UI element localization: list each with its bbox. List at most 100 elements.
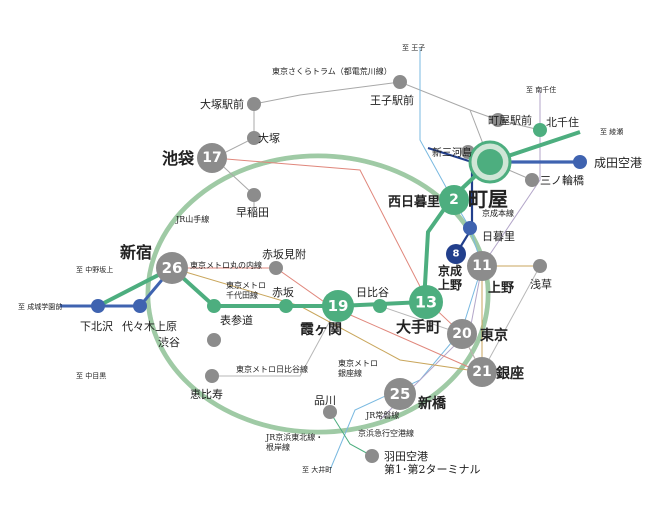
station-ebisu: 恵比寿 — [190, 387, 223, 401]
badge-ueno: 11 — [467, 251, 497, 281]
badge-tokyo: 20 — [447, 319, 477, 349]
badge-number: 20 — [452, 326, 472, 342]
line-label-keikyu: 京浜急行空港線 — [358, 428, 414, 438]
badge-number: 17 — [202, 150, 221, 166]
direction-ayase: 至 綾瀬 — [600, 127, 623, 136]
line-label-chiyoda: 千代田線 — [226, 290, 258, 300]
badge-number: 11 — [472, 258, 491, 274]
dot-omotesando — [207, 299, 221, 313]
badge-circle — [446, 244, 466, 264]
station-kasumigaseki: 霞ヶ関 — [300, 321, 342, 338]
station-machiyaekimae: 町屋駅前 — [488, 113, 532, 127]
station-shimokitazawa: 下北沢 — [80, 319, 113, 333]
direction-seijogakuen: 至 成城学園前 — [18, 302, 62, 311]
station-shibuya: 渋谷 — [158, 336, 180, 349]
badge-otemachi: 13 — [409, 285, 443, 319]
dot-waseda — [247, 188, 261, 202]
station-keisei-ueno: 京成 — [438, 263, 462, 278]
badge-circle — [197, 143, 227, 173]
yamanote-line-outer — [145, 153, 491, 435]
badge-keisei_ueno: 8 — [446, 244, 466, 264]
station-ginza: 銀座 — [496, 365, 524, 382]
station-shinagawa: 品川 — [314, 394, 336, 407]
direction-oimachi: 至 大井町 — [302, 465, 332, 474]
direction-oji: 至 王子 — [402, 44, 425, 52]
badge-number: 21 — [472, 364, 491, 380]
station-shinjuku: 新宿 — [120, 243, 152, 262]
keisei-line — [427, 146, 474, 255]
direction-nakanosakaue: 至 中野坂上 — [76, 265, 113, 274]
badge-ikebukuro: 17 — [197, 143, 227, 173]
line-label-keihin-tohoku: 根岸線 — [266, 442, 290, 452]
station-asakusa: 浅草 — [530, 278, 552, 291]
line-label-sakura-tram: 東京さくらトラム（都電荒川線） — [272, 66, 392, 76]
line-label-ginza: 銀座線 — [338, 368, 362, 378]
badge-circle — [384, 378, 416, 410]
station-minowabashi: 三ノ輪橋 — [540, 173, 584, 187]
badge-kasumigaseki: 19 — [322, 290, 354, 322]
badge-circle — [447, 319, 477, 349]
station-narita: 成田空港 — [594, 156, 642, 170]
dot-ojiekimae — [393, 75, 407, 89]
dot-haneda — [365, 449, 379, 463]
line-label-ginza: 東京メトロ — [338, 358, 378, 368]
station-ikebukuro: 池袋 — [162, 149, 195, 168]
badge-shinbashi: 25 — [384, 378, 416, 410]
station-otsuka: 大塚 — [258, 131, 280, 145]
station-otsukaekimae: 大塚駅前 — [200, 97, 244, 111]
dot-ebisu — [205, 369, 219, 383]
sakura-tram-line-north — [253, 81, 541, 131]
badge-circle — [467, 357, 497, 387]
badge-number: 8 — [453, 249, 460, 260]
station-kitasenju: 北千住 — [546, 115, 579, 129]
dot-machiyaekimae — [491, 113, 505, 127]
station-haneda: 羽田空港 — [384, 449, 428, 463]
station-haneda: 第1･第2ターミナル — [384, 462, 481, 476]
badge-number: 25 — [390, 385, 411, 403]
line-label-hibiya: 東京メトロ日比谷線 — [236, 364, 308, 374]
badge-circle — [156, 252, 188, 284]
dot-otsukaekimae — [247, 97, 261, 111]
dot-shimokitazawa — [91, 299, 105, 313]
station-shinmikawashima: 新三河島 — [432, 146, 472, 159]
badge-circle — [439, 185, 469, 215]
dot-hibiya — [373, 299, 387, 313]
station-keisei-ueno: 上野 — [438, 277, 462, 292]
dot-nippori — [463, 221, 477, 235]
station-yoyogiuehara: 代々木上原 — [122, 320, 177, 333]
line-label-keihin-tohoku: JR京浜東北線・ — [265, 432, 323, 442]
station-tokyo: 東京 — [480, 327, 508, 344]
line-label-keisei: 京成本線 — [482, 208, 514, 218]
dot-kitasenju — [533, 123, 547, 137]
station-akasaka: 赤坂 — [272, 286, 294, 299]
station-hibiya: 日比谷 — [356, 286, 389, 299]
station-ueno: 上野 — [488, 281, 514, 296]
station-akasakamitsuke: 赤坂見附 — [262, 247, 306, 261]
station-omotesando: 表参道 — [220, 313, 253, 327]
dot-otsuka — [247, 131, 261, 145]
badge-nishinippori: 2 — [439, 185, 469, 215]
badge-circle — [467, 251, 497, 281]
dot-shibuya — [207, 333, 221, 347]
station-ojiekimae: 王子駅前 — [370, 93, 414, 107]
dot-akasakamitsuke — [269, 261, 283, 275]
badge-shinjuku: 26 — [156, 252, 188, 284]
dot-minowabashi — [525, 173, 539, 187]
station-nippori: 日暮里 — [482, 229, 515, 243]
dot-yoyogiuehara — [133, 299, 147, 313]
line-label-chiyoda: 東京メトロ — [226, 280, 266, 290]
station-waseda: 早稲田 — [236, 206, 269, 219]
direction-minamisenju: 至 南千住 — [526, 85, 556, 94]
badge-number: 2 — [449, 192, 459, 208]
station-shinbashi: 新橋 — [418, 395, 447, 412]
station-otemachi: 大手町 — [396, 318, 441, 336]
badge-circle — [322, 290, 354, 322]
badge-ginza: 21 — [467, 357, 497, 387]
line-label-joban: JR常磐線 — [365, 410, 399, 420]
line-label-yamanote: JR山手線 — [175, 214, 209, 224]
badge-number: 26 — [162, 259, 183, 277]
station-nishinippori: 西日暮里 — [388, 194, 440, 210]
badge-number: 19 — [328, 297, 349, 315]
station-machiya: 町屋 — [468, 187, 508, 211]
